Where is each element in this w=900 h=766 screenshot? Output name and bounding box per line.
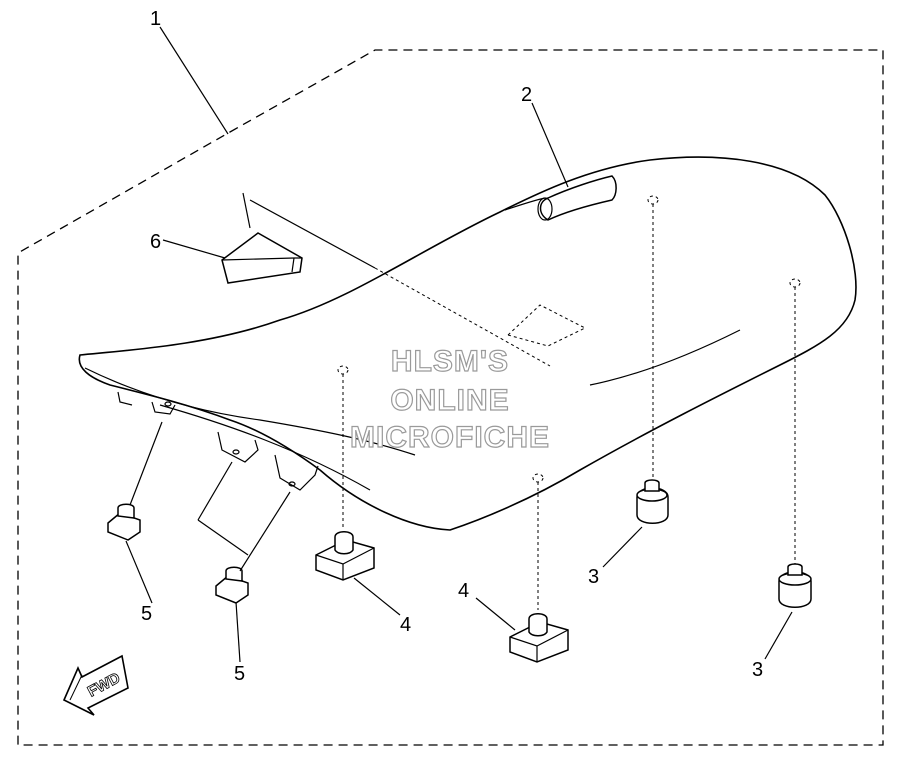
callout-1: 1: [150, 8, 161, 30]
projection-line: [249, 199, 376, 269]
seat-strap: [504, 175, 617, 221]
watermark-line-3: MICROFICHE: [350, 421, 550, 454]
callout-5b: 5: [234, 663, 245, 685]
seat-pad-part-6: [221, 232, 303, 284]
projection-line: [242, 192, 251, 229]
callout-5a: 5: [141, 603, 152, 625]
seat-body: [78, 156, 857, 531]
leader-lines: [125, 26, 793, 663]
watermark-line-2: ONLINE: [390, 384, 509, 417]
fwd-arrow-icon: FWD: [62, 654, 129, 716]
watermark-line-1: HLSM'S: [391, 345, 509, 378]
grommet-part-5b: [215, 566, 249, 604]
assembly-frame: [17, 49, 884, 746]
damper-part-3b: [778, 563, 812, 608]
callout-3b: 3: [752, 659, 763, 681]
block-part-4a: [315, 531, 375, 581]
alignment-lines: [337, 195, 801, 610]
callout-6: 6: [150, 231, 161, 253]
target-outline: [507, 304, 587, 347]
callout-2: 2: [521, 84, 532, 106]
callout-3a: 3: [588, 566, 599, 588]
watermark: HLSM'S ONLINE MICROFICHE: [349, 344, 550, 454]
grommet-part-5a: [107, 503, 141, 541]
callout-4a: 4: [400, 614, 411, 636]
block-part-4b: [509, 613, 569, 663]
callout-4b: 4: [458, 580, 469, 602]
damper-part-3a: [636, 479, 669, 524]
